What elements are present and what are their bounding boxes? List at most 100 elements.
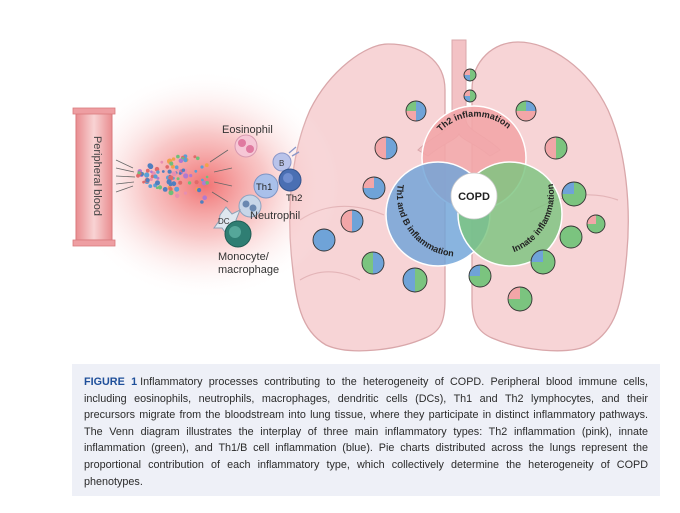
- pie-outline: [405, 100, 427, 122]
- blood-particle: [183, 157, 188, 163]
- pie-slice: [363, 177, 374, 188]
- pie-chart: [559, 225, 583, 249]
- blood-particle: [148, 184, 153, 189]
- pie-chart: [463, 89, 477, 103]
- pie-slice: [375, 137, 386, 159]
- pie-slice: [406, 111, 416, 121]
- pie-chart: [561, 181, 587, 207]
- pie-chart: [515, 100, 537, 122]
- pie-outline: [559, 225, 583, 249]
- blood-particle: [175, 193, 180, 198]
- blood-particle: [145, 168, 150, 173]
- blood-particle: [204, 163, 209, 168]
- th1-cell: [253, 173, 279, 199]
- pie-slice: [341, 210, 352, 232]
- blood-particle: [165, 165, 169, 169]
- blood-particle: [187, 181, 192, 185]
- blood-particle: [149, 177, 153, 181]
- pie-slice: [362, 252, 373, 274]
- pie-slice: [406, 101, 416, 111]
- pie-chart: [405, 100, 427, 122]
- blood-particle: [157, 185, 163, 190]
- pie-outline: [340, 209, 364, 233]
- pie-chart: [586, 214, 606, 234]
- blood-particle: [147, 163, 153, 169]
- pie-chart: [340, 209, 364, 233]
- blood-cell-particles: [136, 154, 209, 204]
- pie-slice: [386, 137, 397, 159]
- blood-particle: [178, 158, 184, 163]
- venn-diagram: COPD Th2 inflammation Th1 and B inflamma…: [385, 105, 563, 267]
- pie-outline: [374, 136, 398, 160]
- blood-particle: [181, 168, 186, 172]
- pie-slice: [403, 268, 415, 292]
- blood-particle: [183, 191, 188, 195]
- neutrophil-label: Neutrophil: [250, 210, 300, 222]
- pie-outline: [402, 267, 428, 293]
- pie-outline: [544, 136, 568, 160]
- pie-slice: [352, 210, 363, 232]
- pie-chart: [463, 68, 477, 82]
- pie-slice: [516, 101, 526, 111]
- pie-slice: [556, 137, 567, 159]
- neutrophil-cell: [238, 194, 262, 218]
- blood-particle: [160, 160, 164, 164]
- pie-chart: [544, 136, 568, 160]
- blood-particle: [145, 178, 150, 183]
- venn-center-label: COPD: [458, 191, 490, 203]
- pie-slice: [562, 182, 574, 194]
- blood-particle: [200, 200, 204, 204]
- pie-slice: [587, 215, 596, 224]
- pie-slice: [313, 229, 335, 251]
- pie-slice: [516, 111, 536, 121]
- pie-slice: [373, 252, 384, 274]
- blood-particle: [183, 173, 189, 179]
- blood-particle: [201, 178, 204, 182]
- blood-particle: [200, 165, 204, 169]
- blood-particle: [168, 190, 174, 196]
- blood-particle: [178, 172, 182, 175]
- b-cell: [272, 146, 300, 172]
- pie-outline: [507, 286, 533, 312]
- blood-particle: [155, 180, 160, 186]
- blood-particle: [137, 171, 141, 175]
- eosinophil-cell: [234, 134, 258, 158]
- th2-cell: [278, 168, 302, 192]
- blood-particle: [144, 172, 150, 178]
- blood-particle: [168, 175, 174, 181]
- blood-particle: [169, 161, 174, 166]
- blood-particle: [174, 165, 179, 169]
- pie-slice: [526, 101, 536, 111]
- peripheral-blood-label: Peripheral blood: [91, 136, 103, 216]
- pie-chart: [361, 251, 385, 275]
- venn-center: [450, 172, 498, 220]
- pie-outline: [463, 68, 477, 82]
- eosinophil-label: Eosinophil: [222, 124, 273, 136]
- pie-slice: [560, 226, 582, 248]
- blood-particle: [194, 180, 199, 185]
- blood-particle: [171, 164, 175, 169]
- blood-particle: [168, 187, 173, 191]
- caption-text: Inflammatory processes contributing to t…: [84, 376, 648, 488]
- monocyte-cell: [224, 220, 252, 248]
- pie-outline: [515, 100, 537, 122]
- b-cell-label: B: [279, 159, 284, 168]
- pie-chart: [362, 176, 386, 200]
- monocyte-label-line2: macrophage: [218, 264, 279, 276]
- blood-particle: [161, 170, 165, 173]
- caption-label: FIGURE 1: [84, 376, 138, 388]
- lungs: [289, 39, 629, 352]
- pie-outline: [530, 249, 556, 275]
- monocyte-label-line1: Monocyte/: [218, 251, 270, 263]
- pie-slice: [416, 101, 426, 121]
- blood-particle: [196, 156, 200, 161]
- blood-particle: [142, 180, 146, 184]
- pie-slice: [545, 137, 556, 159]
- pie-slice: [531, 250, 543, 262]
- blood-particle: [201, 180, 207, 186]
- dc-label: DC: [218, 217, 230, 226]
- pie-charts: [312, 68, 606, 312]
- blood-particle: [154, 166, 160, 172]
- th2-label: Th2: [286, 193, 302, 204]
